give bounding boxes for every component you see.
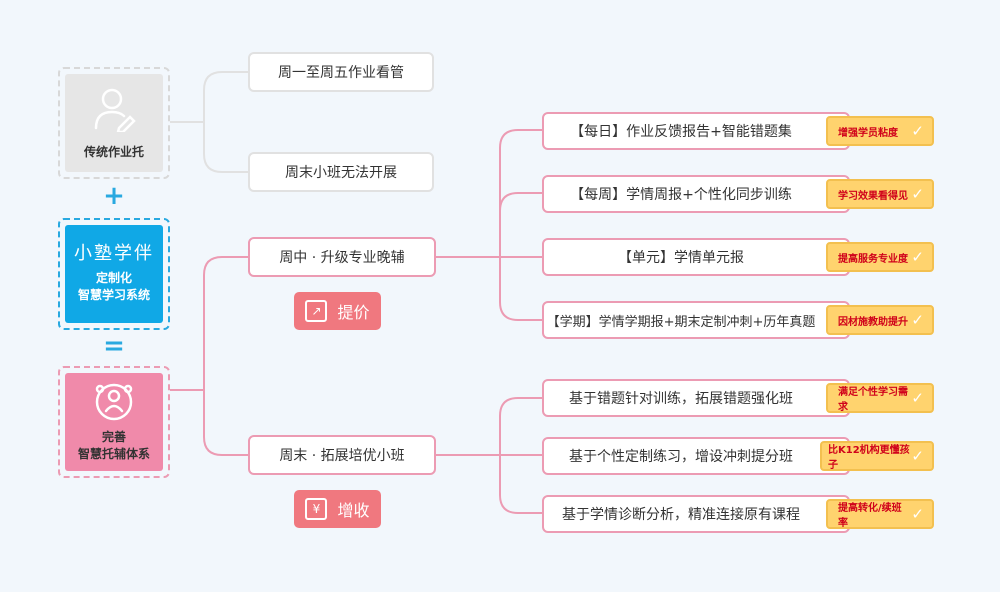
weekday-item-semester: 【学期】学情学期报+期末定制冲刺+历年真题 [542, 301, 850, 339]
system-line2: 智慧托辅体系 [77, 447, 150, 461]
tag-daily: 增强学员粘度✓ [826, 116, 934, 146]
brand-line2: 智慧学习系统 [77, 287, 150, 302]
weekend-node: 周末 · 拓展培优小班 [248, 435, 436, 475]
weekday-item-weekly: 【每周】学情周报+个性化同步训练 [542, 175, 850, 213]
check-icon: ✓ [911, 389, 924, 407]
weekend-item-error-class: 基于错题针对训练，拓展错题强化班 [542, 379, 850, 417]
tag-unit: 提高服务专业度✓ [826, 242, 934, 272]
weekday-item-daily: 【每日】作业反馈报告+智能错题集 [542, 112, 850, 150]
person-edit-icon [94, 88, 136, 132]
traditional-connector [170, 71, 248, 173]
revenue-badge: ¥ 增收 [294, 490, 381, 528]
trend-up-icon: ↗ [305, 300, 328, 322]
tag-weekly: 学习效果看得见✓ [826, 179, 934, 209]
check-icon: ✓ [911, 311, 924, 329]
teacher-group-icon [95, 383, 133, 421]
plus-symbol: + [103, 181, 125, 211]
tag-semester: 因材施教助提升✓ [826, 305, 934, 335]
brand-card: 小塾学伴 定制化 智慧学习系统 [58, 218, 170, 330]
weekday-node: 周中 · 升级专业晚辅 [248, 237, 436, 277]
money-hand-icon: ¥ [305, 498, 328, 520]
traditional-branch-weekday: 周一至周五作业看管 [248, 52, 434, 92]
weekday-connector [436, 129, 542, 321]
tag-course-link: 提高转化/续班率✓ [826, 499, 934, 529]
system-connector [170, 256, 248, 456]
check-icon: ✓ [911, 505, 924, 523]
equals-symbol: = [103, 331, 125, 361]
check-icon: ✓ [911, 185, 924, 203]
check-icon: ✓ [911, 447, 924, 465]
weekday-item-unit: 【单元】学情单元报 [542, 238, 850, 276]
price-up-badge: ↗ 提价 [294, 292, 381, 330]
weekend-connector [436, 397, 542, 514]
brand-line1: 定制化 [95, 270, 132, 285]
check-icon: ✓ [911, 248, 924, 266]
system-line1: 完善 [101, 430, 126, 444]
weekend-item-course-link: 基于学情诊断分析，精准连接原有课程 [542, 495, 850, 533]
tag-error-class: 满足个性学习需求✓ [826, 383, 934, 413]
tag-sprint-class: 比K12机构更懂孩子✓ [820, 441, 934, 471]
system-card: 完善 智慧托辅体系 [58, 366, 170, 478]
traditional-branch-weekend: 周末小班无法开展 [248, 152, 434, 192]
traditional-card: 传统作业托 [58, 67, 170, 179]
brand-logo: 小塾学伴 [74, 242, 154, 264]
check-icon: ✓ [911, 122, 924, 140]
weekend-item-sprint-class: 基于个性定制练习，增设冲刺提分班 [542, 437, 850, 475]
traditional-label: 传统作业托 [83, 144, 144, 159]
